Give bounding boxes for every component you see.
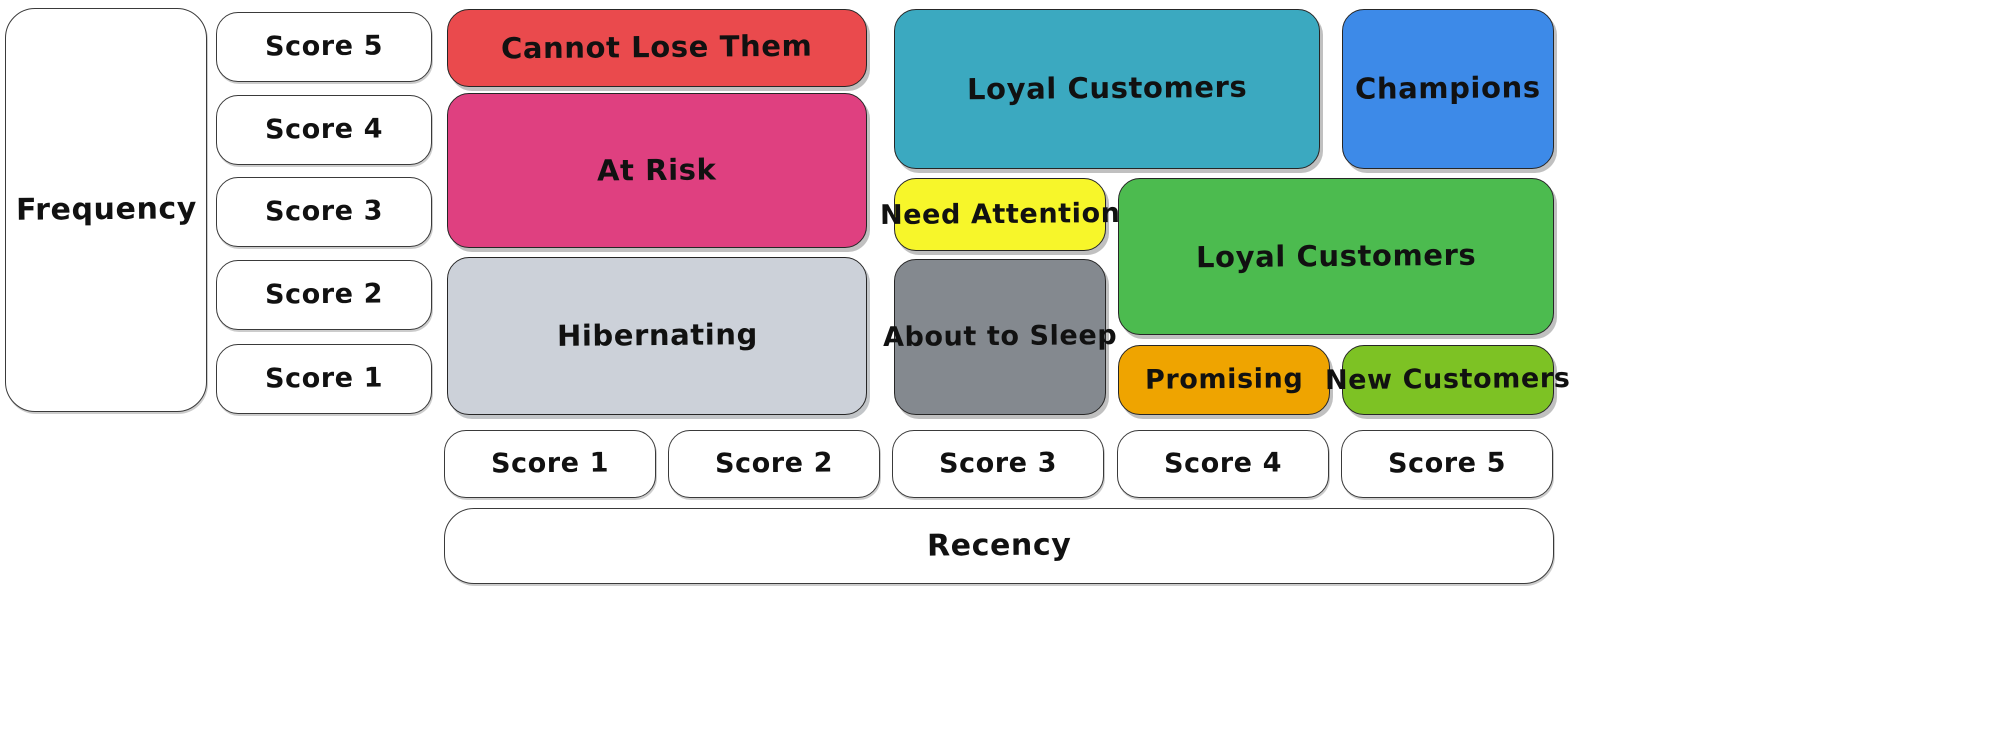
segment-champions[interactable]: Champions [1342,9,1554,169]
x-axis-tick-label: Score 5 [1387,447,1507,480]
y-axis-tick-score-1[interactable]: Score 1 [216,344,432,414]
y-axis-tick-label: Score 5 [264,30,384,63]
segment-label: At Risk [597,152,717,188]
y-axis-tick-label: Score 3 [264,195,384,228]
x-axis-tick-score-1[interactable]: Score 1 [444,430,656,498]
segment-hibernating[interactable]: Hibernating [447,257,867,415]
x-axis-title-label: Recency [926,527,1072,564]
segment-label: Need Attention [879,197,1121,232]
y-axis-tick-score-2[interactable]: Score 2 [216,260,432,330]
y-axis-tick-score-3[interactable]: Score 3 [216,177,432,247]
y-axis-tick-label: Score 1 [264,362,384,395]
segment-label: Hibernating [556,317,758,354]
segment-about-to-sleep[interactable]: About to Sleep [883,259,1117,415]
x-axis-tick-score-2[interactable]: Score 2 [668,430,880,498]
x-axis-tick-score-5[interactable]: Score 5 [1341,430,1553,498]
segment-label: Loyal Customers [1195,237,1477,275]
segment-label: Cannot Lose Them [501,28,813,66]
x-axis-tick-label: Score 2 [714,447,834,480]
x-axis-tick-label: Score 4 [1163,447,1283,480]
y-axis-title-label: Frequency [15,190,197,228]
segment-label: About to Sleep [882,320,1118,354]
x-axis-tick-score-4[interactable]: Score 4 [1117,430,1329,498]
segment-need-attention[interactable]: Need Attention [880,178,1120,251]
y-axis-tick-score-4[interactable]: Score 4 [216,95,432,165]
x-axis-tick-label: Score 1 [490,447,610,480]
segment-label: New Customers [1325,363,1571,397]
segment-label: Champions [1355,70,1541,107]
y-axis-tick-label: Score 2 [264,278,384,311]
y-axis-tick-score-5[interactable]: Score 5 [216,12,432,82]
segment-label: Promising [1144,363,1304,397]
y-axis-tick-label: Score 4 [264,113,384,146]
x-axis-tick-score-3[interactable]: Score 3 [892,430,1104,498]
segment-at-risk[interactable]: At Risk [447,93,867,248]
y-axis-title: Frequency [5,8,207,412]
segment-loyal-customers-green[interactable]: Loyal Customers [1118,178,1554,335]
segment-cannot-lose-them[interactable]: Cannot Lose Them [447,9,867,87]
segment-label: Loyal Customers [966,70,1248,107]
segment-loyal-customers-teal[interactable]: Loyal Customers [894,9,1320,169]
x-axis-tick-label: Score 3 [938,447,1058,480]
segment-promising[interactable]: Promising [1118,345,1330,415]
x-axis-title: Recency [444,508,1554,584]
segment-new-customers[interactable]: New Customers [1325,345,1571,415]
